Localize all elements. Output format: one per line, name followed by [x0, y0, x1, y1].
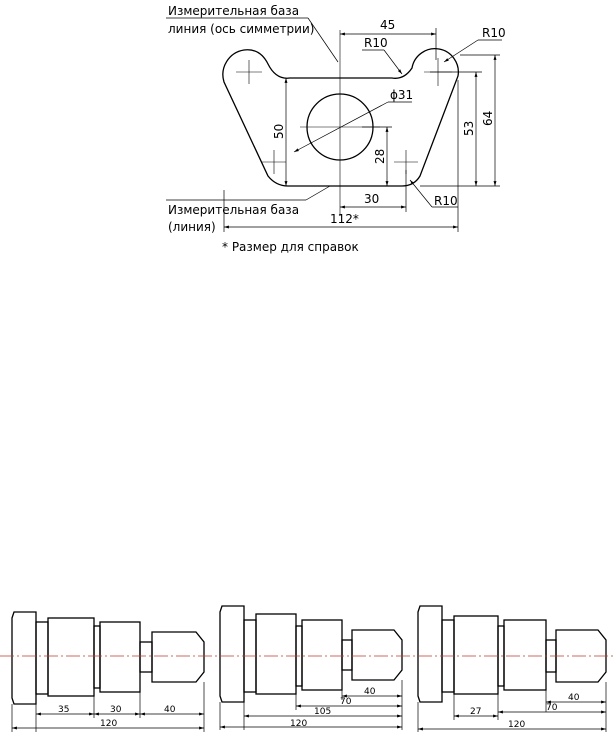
- shaft3-dim-a: 27: [470, 707, 481, 717]
- dim-45: 45: [380, 18, 395, 32]
- shaft1-dim-a: 35: [58, 705, 69, 715]
- shaft1-dim-b: 30: [110, 705, 122, 715]
- label-base-line-1: Измерительная база: [168, 203, 299, 217]
- shaft3-dim-total: 120: [508, 720, 525, 730]
- shaft1-dim-total: 120: [100, 719, 117, 729]
- dim-r10-bottom: R10: [434, 194, 458, 208]
- shaft2-dim-a: 40: [364, 687, 376, 697]
- dim-28: 28: [373, 149, 387, 164]
- dim-112: 112*: [330, 212, 359, 226]
- shaft-drawing-1: 35 30 40 120: [11, 611, 205, 732]
- shaft3-dim-b: 40: [568, 693, 580, 703]
- dim-50: 50: [272, 124, 286, 139]
- dim-r10-top-right: R10: [482, 26, 506, 40]
- plate-outline: [222, 48, 459, 187]
- shaft2-dim-b: 70: [340, 697, 352, 707]
- dim-r10-top-left: R10: [364, 36, 388, 50]
- shaft2-dim-c: 105: [314, 707, 331, 717]
- dim-30: 30: [364, 192, 379, 206]
- shaft1-dim-c: 40: [164, 705, 176, 715]
- shaft2-dim-total: 120: [290, 719, 307, 729]
- top-part-drawing: 45 R10 R10 ϕ31 50 28 53 64 30: [166, 4, 506, 254]
- dim-phi31: ϕ31: [390, 88, 413, 102]
- dim-53: 53: [462, 121, 476, 136]
- shaft-drawing-2: 40 70 105 120: [219, 605, 403, 730]
- shaft3-dim-c: 70: [546, 703, 558, 713]
- label-base-axis-1: Измерительная база: [168, 4, 299, 18]
- shaft-drawing-3: 40 70 27 120: [417, 605, 607, 732]
- label-base-axis-2: линия (ось симметрии): [168, 22, 314, 36]
- label-base-line-2: (линия): [168, 220, 216, 234]
- dim-64: 64: [481, 111, 495, 126]
- reference-note: * Размер для справок: [222, 240, 359, 254]
